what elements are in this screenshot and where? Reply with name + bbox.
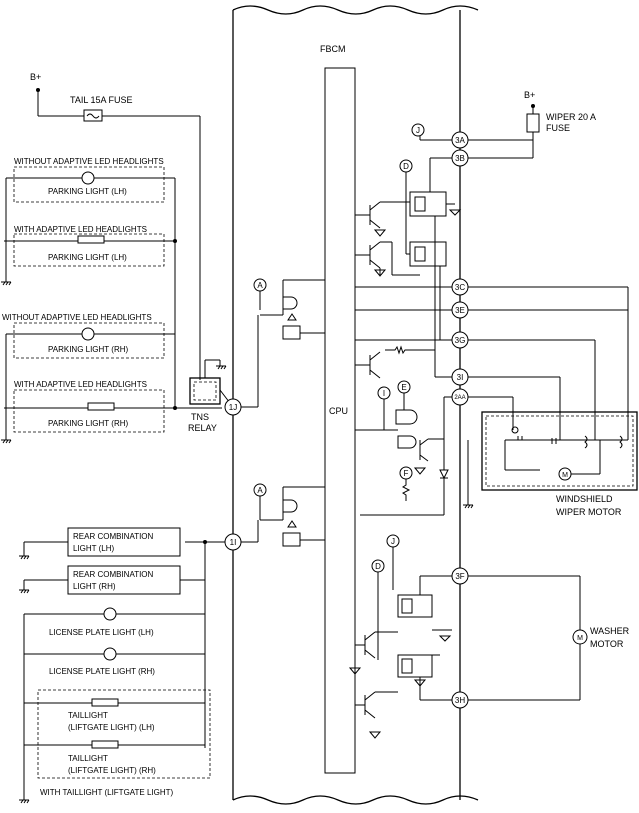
license-lh-label: LICENSE PLATE LIGHT (LH) xyxy=(49,628,154,637)
ground-icon xyxy=(19,799,30,804)
with-led-lh-label: WITH ADAPTIVE LED HEADLIGHTS xyxy=(14,225,147,234)
terminal-3e-label: 3E xyxy=(455,306,465,315)
wiper-fuse-label-2: FUSE xyxy=(546,123,570,133)
terminal-3g-label: 3G xyxy=(455,336,466,345)
parking-light-lh-without-led: WITHOUT ADAPTIVE LED HEADLIGHTS PARKING … xyxy=(13,157,175,203)
marker-a2-label: A xyxy=(257,486,263,495)
terminal-3i: 3I xyxy=(451,368,469,386)
motor-icon-glyph: M xyxy=(562,472,568,479)
rear-comb-rh-1: REAR COMBINATION xyxy=(73,570,154,579)
driver-circuit-lower: A xyxy=(253,483,325,547)
marker-j1-label: J xyxy=(416,126,420,135)
washer-label-1: WASHER xyxy=(590,626,630,636)
taillight-lh-1: TAILLIGHT xyxy=(68,711,108,720)
terminal-3i-label: 3I xyxy=(457,373,464,382)
terminal-3f-label: 3F xyxy=(455,572,464,581)
cpu-label: CPU xyxy=(329,406,348,416)
led-icon xyxy=(77,235,105,244)
taillight-rh-1: TAILLIGHT xyxy=(68,754,108,763)
ground-icon xyxy=(19,589,30,594)
ground-icon xyxy=(463,504,474,509)
marker-d1-label: D xyxy=(403,162,409,171)
parking-lh-2-label: PARKING LIGHT (LH) xyxy=(48,253,127,262)
marker-j2-label: J xyxy=(391,537,395,546)
marker-e-label: E xyxy=(401,383,406,392)
bulb-icon xyxy=(103,647,117,661)
bplus-right-label: B+ xyxy=(524,90,535,100)
terminal-3c-label: 3C xyxy=(455,283,465,292)
led-icon xyxy=(91,740,119,749)
cpu-block xyxy=(324,67,356,774)
led-icon xyxy=(91,698,119,707)
terminal-3h: 3H xyxy=(451,691,469,709)
ground-icon xyxy=(1,439,12,444)
rear-lights: 1I REAR COMBINATION LIGHT (LH) REAR COMB… xyxy=(19,520,259,804)
parking-light-rh-without-led: WITHOUT ADAPTIVE LED HEADLIGHTS PARKING … xyxy=(2,313,175,359)
bulb-icon xyxy=(103,607,117,621)
ground-icon xyxy=(19,555,30,560)
windshield-wiper-motor: M xyxy=(468,396,638,491)
tns-label-1: TNS xyxy=(191,412,209,422)
washer-motor-glyph: M xyxy=(577,635,583,642)
license-rh-label: LICENSE PLATE LIGHT (RH) xyxy=(49,667,155,676)
wiper-motor-label-1: WINDSHIELD xyxy=(556,494,613,504)
parking-rh-1-label: PARKING LIGHT (RH) xyxy=(48,345,128,354)
marker-a1-label: A xyxy=(257,281,263,290)
terminal-3g: 3G xyxy=(451,331,469,349)
bulb-icon xyxy=(81,327,95,341)
wiper-fuse-circuit: B+ WIPER 20 A FUSE xyxy=(524,90,596,158)
wiper-fuse-label-1: WIPER 20 A xyxy=(546,112,596,122)
ground-icon xyxy=(216,365,227,370)
marker-i-label: I xyxy=(383,389,385,398)
tail-fuse-label: TAIL 15A FUSE xyxy=(70,95,133,105)
wiper-switch-icon xyxy=(511,426,519,434)
marker-d2-label: D xyxy=(375,562,381,571)
marker-f-label: F xyxy=(404,469,409,478)
terminal-3e: 3E xyxy=(451,301,469,319)
terminal-3f: 3F xyxy=(451,567,469,585)
driver-circuit-upper: A xyxy=(253,278,325,340)
tns-relay: TNS RELAY xyxy=(188,359,234,433)
taillight-lh-2: (LIFTGATE LIGHT) (LH) xyxy=(68,723,155,732)
ground-icon xyxy=(1,281,12,286)
terminal-2aa: 2AA xyxy=(451,388,469,406)
parking-rh-2-label: PARKING LIGHT (RH) xyxy=(48,419,128,428)
parking-light-lh-with-led: WITH ADAPTIVE LED HEADLIGHTS PARKING LIG… xyxy=(4,225,177,267)
terminal-3b: 3B xyxy=(451,149,469,167)
terminal-3a: 3A xyxy=(451,131,469,149)
bplus-left-label: B+ xyxy=(30,72,41,82)
rear-comb-lh-1: REAR COMBINATION xyxy=(73,532,154,541)
tail-fuse-circuit: B+ TAIL 15A FUSE xyxy=(30,72,201,380)
without-led-lh-label: WITHOUT ADAPTIVE LED HEADLIGHTS xyxy=(14,157,164,166)
with-led-rh-label: WITH ADAPTIVE LED HEADLIGHTS xyxy=(14,380,147,389)
terminal-1j-label: 1J xyxy=(229,403,237,412)
wiper-motor-box xyxy=(481,411,638,491)
with-taillight-label: WITH TAILLIGHT (LIFTGATE LIGHT) xyxy=(40,788,174,797)
terminal-3h-label: 3H xyxy=(455,696,465,705)
wiper-motor-label-2: WIPER MOTOR xyxy=(556,507,622,517)
wiper-fuse-symbol xyxy=(526,113,540,133)
terminal-3a-label: 3A xyxy=(455,136,465,145)
terminal-3c: 3C xyxy=(451,278,469,296)
parking-lh-1-label: PARKING LIGHT (LH) xyxy=(48,187,127,196)
led-icon xyxy=(87,402,115,411)
tns-label-2: RELAY xyxy=(188,423,217,433)
marker-j1 xyxy=(411,123,425,137)
parking-light-rh-with-led: WITH ADAPTIVE LED HEADLIGHTS PARKING LIG… xyxy=(4,380,177,433)
terminal-1i-label: 1I xyxy=(230,538,237,547)
taillight-rh-2: (LIFTGATE LIGHT) (RH) xyxy=(68,766,156,775)
rear-comb-lh-2: LIGHT (LH) xyxy=(73,544,115,553)
rear-combination-lh xyxy=(67,527,181,557)
without-led-rh-label: WITHOUT ADAPTIVE LED HEADLIGHTS xyxy=(2,313,152,322)
fbcm-label: FBCM xyxy=(320,44,346,54)
washer-label-2: MOTOR xyxy=(590,639,624,649)
terminal-3b-label: 3B xyxy=(455,154,465,163)
rear-comb-rh-2: LIGHT (RH) xyxy=(73,582,116,591)
terminal-2aa-label: 2AA xyxy=(454,395,465,401)
bulb-icon xyxy=(81,171,95,185)
